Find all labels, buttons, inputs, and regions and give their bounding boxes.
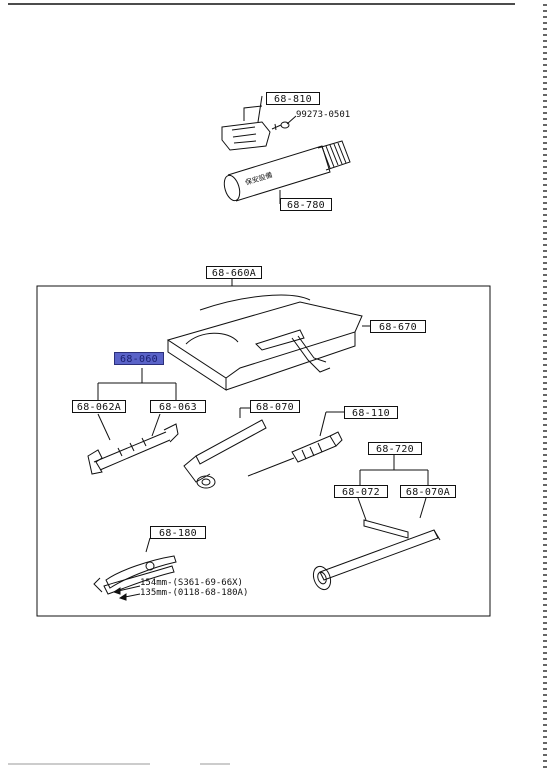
callout-68-063[interactable]: 68-063	[150, 400, 206, 413]
clip-screw	[271, 121, 290, 131]
callout-68-110[interactable]: 68-110	[344, 406, 398, 419]
tool-tube: 保安設備	[223, 140, 351, 202]
wheel-nut-wrench	[183, 419, 267, 489]
callout-68-720[interactable]: 68-720	[368, 442, 422, 455]
svg-text:保安設備: 保安設備	[244, 170, 273, 187]
callout-68-660a[interactable]: 68-660A	[206, 266, 262, 279]
clip-bracket	[221, 105, 271, 151]
tool-bag	[166, 294, 363, 391]
dimension-note-135mm: 135mm-(0118-68-180A)	[140, 588, 249, 598]
callout-68-062a[interactable]: 68-062A	[72, 400, 126, 413]
pliers	[93, 555, 177, 595]
callout-68-810[interactable]: 68-810	[266, 92, 320, 105]
callout-68-780[interactable]: 68-780	[280, 198, 332, 211]
callout-68-060-highlighted[interactable]: 68-060	[114, 352, 164, 365]
jack-handle	[312, 519, 441, 591]
callout-68-670[interactable]: 68-670	[370, 320, 426, 333]
callout-68-070a[interactable]: 68-070A	[400, 485, 456, 498]
callout-68-072[interactable]: 68-072	[334, 485, 388, 498]
callout-68-070[interactable]: 68-070	[250, 400, 300, 413]
callout-99273-0501[interactable]: 99273-0501	[296, 110, 351, 120]
screwdriver	[247, 431, 343, 477]
dimension-note-154mm: 154mm-(S361-69-66X)	[140, 578, 243, 588]
spanner-wrench	[87, 423, 179, 475]
kit-frame	[36, 285, 491, 617]
page-edge-scan-artifact	[543, 0, 547, 768]
callout-68-180[interactable]: 68-180	[150, 526, 206, 539]
